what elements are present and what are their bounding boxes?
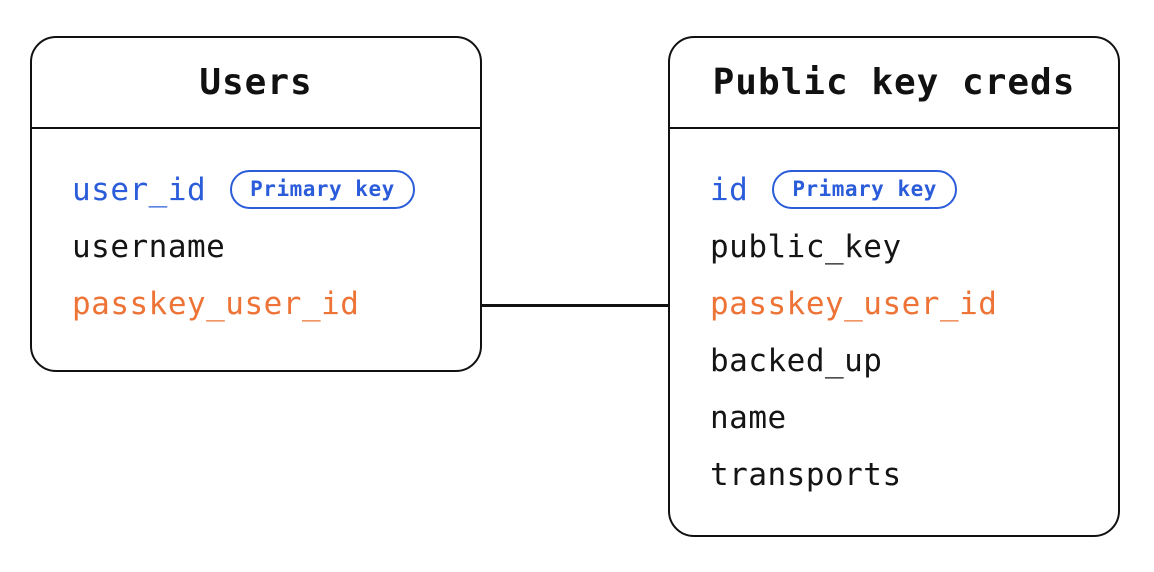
field-row-passkey-user-id: passkey_user_id xyxy=(72,275,480,332)
field-name: username xyxy=(72,228,226,265)
table-users: Users user_id Primary key username passk… xyxy=(30,36,482,372)
field-name: passkey_user_id xyxy=(72,285,360,322)
field-name: public_key xyxy=(710,228,902,265)
field-name: name xyxy=(710,399,787,436)
field-row-user-id: user_id Primary key xyxy=(72,161,480,218)
table-public-key-creds: Public key creds id Primary key public_k… xyxy=(668,36,1120,537)
table-public-key-creds-fields: id Primary key public_key passkey_user_i… xyxy=(670,129,1118,503)
field-name: passkey_user_id xyxy=(710,285,998,322)
table-users-fields: user_id Primary key username passkey_use… xyxy=(32,129,480,332)
field-row-id: id Primary key xyxy=(710,161,1118,218)
field-row-transports: transports xyxy=(710,446,1118,503)
table-public-key-creds-title: Public key creds xyxy=(670,38,1118,129)
field-name: user_id xyxy=(72,171,207,208)
field-name: transports xyxy=(710,456,902,493)
primary-key-badge: Primary key xyxy=(772,170,957,209)
field-name: id xyxy=(710,171,749,208)
field-row-backed-up: backed_up xyxy=(710,332,1118,389)
primary-key-badge: Primary key xyxy=(230,170,415,209)
table-users-title: Users xyxy=(32,38,480,129)
field-row-username: username xyxy=(72,218,480,275)
relation-line xyxy=(480,304,670,307)
field-row-passkey-user-id: passkey_user_id xyxy=(710,275,1118,332)
field-row-name: name xyxy=(710,389,1118,446)
field-name: backed_up xyxy=(710,342,883,379)
field-row-public-key: public_key xyxy=(710,218,1118,275)
